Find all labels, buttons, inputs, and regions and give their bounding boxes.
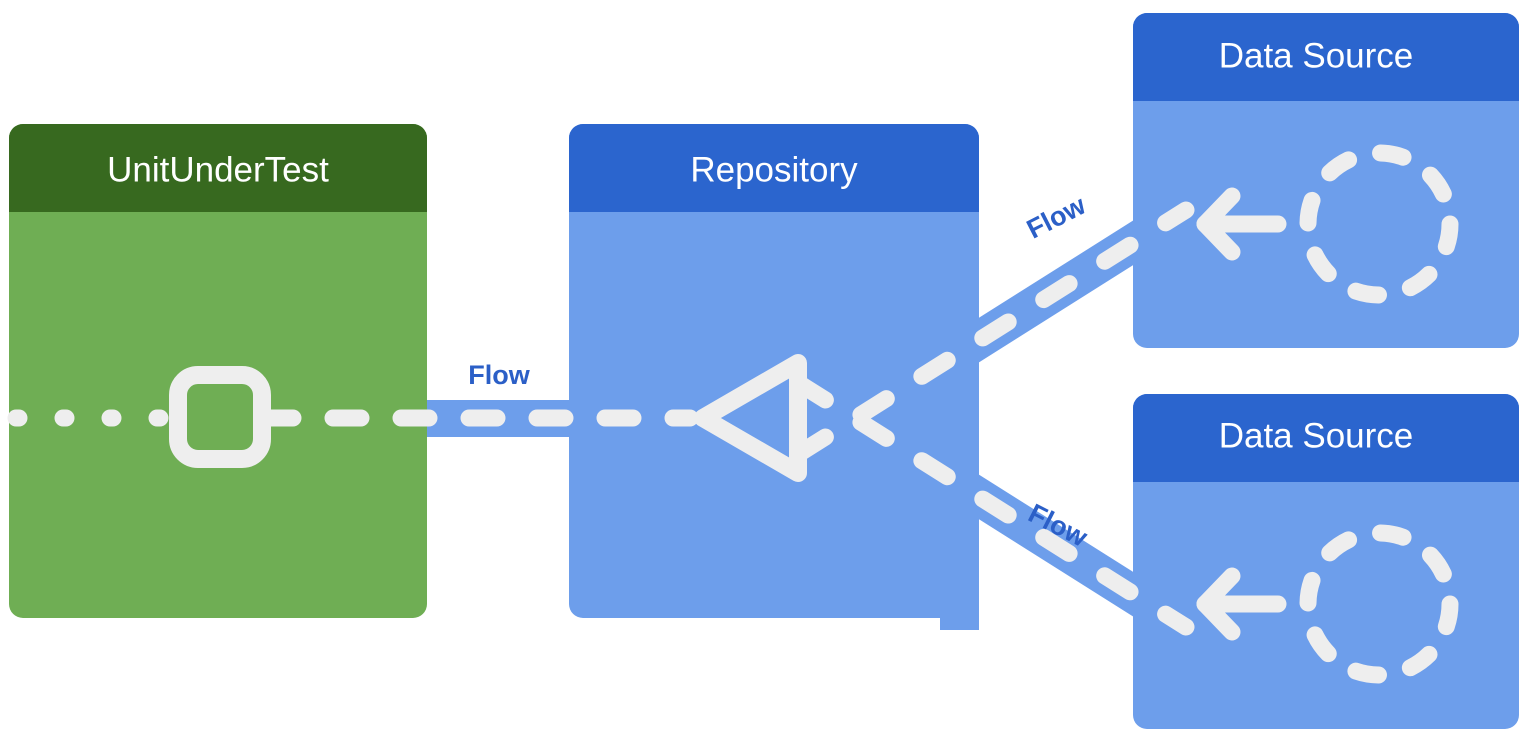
dashed-circle-icon <box>1299 144 1459 304</box>
node-header-unit-under-test <box>9 124 427 212</box>
node-title-data-source-top: Data Source <box>1219 36 1414 75</box>
node-header-repository <box>569 124 979 212</box>
node-header-data-source-top <box>1133 13 1519 101</box>
node-unit-under-test[interactable]: UnitUnderTest <box>9 124 427 618</box>
edge-label-repository-to-source-top: Flow <box>1022 190 1091 245</box>
arrow-left-icon <box>1196 187 1287 261</box>
edge-dashes-layer <box>7 201 1195 636</box>
edge-label-unit-to-repository: Flow <box>468 360 530 390</box>
edge-dash-repository-to-source-top <box>791 201 1195 462</box>
dashed-circle-icon <box>1299 524 1459 684</box>
node-title-data-source-bottom: Data Source <box>1219 416 1414 455</box>
play-triangle-left-icon <box>694 354 807 482</box>
arrow-left-icon <box>1196 567 1287 641</box>
node-title-repository: Repository <box>690 150 858 189</box>
node-header-data-source-bottom <box>1133 394 1519 482</box>
edge-dash-repository-to-source-bottom <box>791 375 1195 636</box>
node-title-unit-under-test: UnitUnderTest <box>107 150 329 189</box>
node-data-source-top[interactable]: Data Source <box>1133 13 1519 348</box>
data-source-top-icons <box>1196 144 1459 304</box>
node-data-source-bottom[interactable]: Data Source <box>1133 394 1519 729</box>
data-source-bottom-icons <box>1196 524 1459 684</box>
rounded-square-icon <box>169 366 271 468</box>
